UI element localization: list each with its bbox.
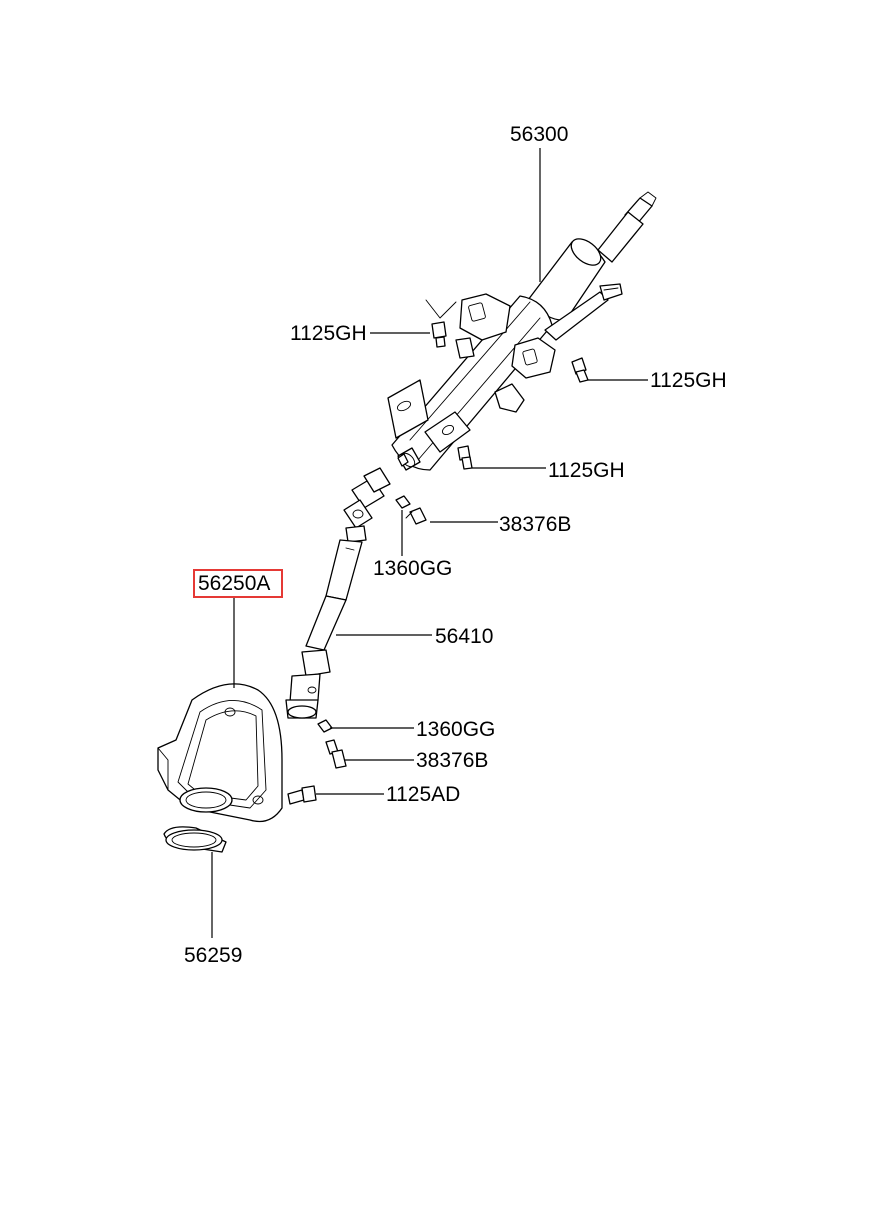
bolt-1125gh-middle — [457, 445, 473, 470]
label-56259[interactable]: 56259 — [184, 944, 242, 967]
label-1360gg-lower[interactable]: 1360GG — [416, 718, 495, 741]
highlight-box-56250a — [193, 569, 283, 598]
intermediate-shaft — [285, 467, 391, 719]
label-1125gh-right[interactable]: 1125GH — [650, 369, 727, 392]
seal-ring — [163, 826, 227, 853]
label-38376b-upper[interactable]: 38376B — [499, 513, 571, 536]
label-38376b-lower[interactable]: 38376B — [416, 749, 488, 772]
label-1125ad[interactable]: 1125AD — [386, 783, 460, 806]
bolt-1125ad — [287, 785, 317, 805]
bolt-1125gh-left — [425, 299, 457, 348]
steering-column-assembly — [387, 191, 657, 471]
bolt-1125gh-right — [571, 357, 589, 383]
nut-1360gg-lower — [317, 719, 333, 733]
label-1125gh-middle[interactable]: 1125GH — [548, 459, 625, 482]
label-1125gh-left[interactable]: 1125GH — [290, 322, 367, 345]
label-1360gg-upper[interactable]: 1360GG — [373, 557, 452, 580]
leader-lines — [211, 148, 648, 938]
label-56410[interactable]: 56410 — [435, 625, 493, 648]
bolt-38376b-upper-base — [397, 453, 409, 467]
bolt-38376b-upper — [405, 507, 427, 525]
nut-1360gg-upper — [395, 495, 411, 509]
label-56250a[interactable]: 56250A — [198, 572, 270, 595]
steering-column-cover — [157, 683, 283, 823]
label-56300[interactable]: 56300 — [510, 123, 568, 146]
bolt-38376b-lower — [325, 739, 347, 769]
